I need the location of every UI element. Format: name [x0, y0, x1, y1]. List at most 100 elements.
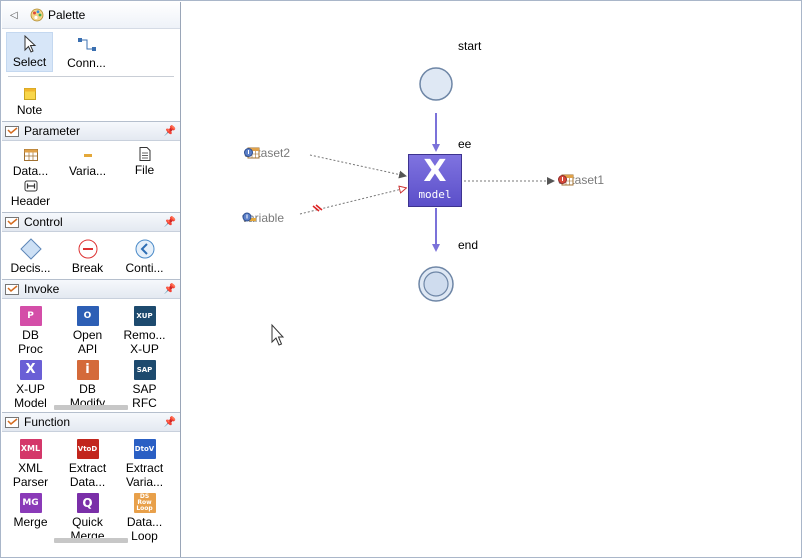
break-icon: [78, 239, 97, 259]
end-node[interactable]: [418, 266, 454, 302]
drawer-function-title: Function: [24, 415, 71, 429]
pin-icon[interactable]: 📌: [163, 126, 176, 137]
input-variable-node[interactable]: variable: [242, 211, 284, 225]
dataset-loop-icon: DS Row Loop: [133, 493, 156, 513]
pin-icon[interactable]: 📌: [163, 217, 176, 228]
palette-item-label: Extract: [125, 461, 164, 475]
model-node-letter: X: [423, 154, 447, 189]
palette-item-extract-variable[interactable]: DtoV Extract Varia...: [116, 435, 173, 489]
model-node-label: ee: [458, 137, 472, 151]
collapse-palette-icon[interactable]: ◁: [10, 9, 18, 21]
palette-item-label: Loop: [131, 529, 158, 543]
palette-icon: [30, 8, 44, 22]
xup-model-icon: X: [19, 360, 42, 380]
palette-item-label: XML: [18, 461, 43, 475]
drawer-scroll-indicator[interactable]: [54, 405, 128, 410]
merge-icon: MG: [19, 493, 42, 513]
palette-item-label: Data...: [126, 515, 163, 529]
palette-item-variable[interactable]: Varia...: [59, 144, 116, 178]
palette-item-open-api[interactable]: O Open API: [59, 302, 116, 356]
input-dataset-node[interactable]: dataset2: [244, 146, 290, 160]
palette-item-db-modify[interactable]: i DB Modify: [59, 356, 116, 410]
palette-item-file[interactable]: File: [116, 144, 173, 178]
palette-item-label: Data...: [69, 475, 106, 489]
end-node-label: end: [458, 238, 479, 252]
palette-item-quick-merge[interactable]: Q Quick Merge: [59, 489, 116, 543]
output-dataset-node[interactable]: dataset1: [558, 173, 604, 187]
palette-item-label: Data...: [12, 164, 49, 178]
db-modify-icon: i: [76, 360, 99, 380]
palette-item-label: Merge: [13, 515, 48, 529]
link-dataset2-to-model[interactable]: [309, 154, 407, 179]
palette-panel: ◁ Palette Select: [2, 2, 181, 557]
diagram-canvas[interactable]: start ee end X model dataset2 variable: [182, 2, 801, 557]
model-node-caption: model: [418, 188, 452, 201]
pin-icon[interactable]: 📌: [163, 284, 176, 295]
extract-variable-icon: DtoV: [133, 439, 156, 459]
palette-tools: Select Conn...: [2, 29, 180, 72]
palette-item-label: API: [77, 342, 98, 356]
palette-item-label: Model: [14, 396, 47, 410]
drawer-invoke-title: Invoke: [24, 282, 60, 296]
palette-item-label: X-UP: [130, 342, 159, 356]
palette-item-label: Proc: [18, 342, 43, 356]
select-tool[interactable]: Select: [6, 32, 53, 72]
dataset-input-icon: [244, 147, 260, 159]
palette-item-decision[interactable]: Decis...: [2, 235, 59, 275]
remote-xup-icon: XUP: [133, 306, 156, 326]
start-node-label: start: [458, 39, 482, 53]
extract-dataset-icon: VtoD: [76, 439, 99, 459]
db-proc-icon: P: [19, 306, 42, 326]
sap-rfc-icon: SAP: [133, 360, 156, 380]
function-items: XML XML Parser VtoD Extract Data... DtoV…: [2, 432, 180, 543]
note-tool[interactable]: Note: [6, 79, 53, 117]
dataset-grid-icon: [23, 149, 38, 161]
connection-tool[interactable]: Conn...: [63, 32, 110, 72]
palette-item-continue[interactable]: Conti...: [116, 235, 173, 275]
palette-item-merge[interactable]: MG Merge: [2, 489, 59, 543]
file-icon: [139, 147, 150, 161]
palette-item-dataset-loop[interactable]: DS Row Loop Data... Loop: [116, 489, 173, 543]
palette-item-label: Parser: [12, 475, 49, 489]
palette-item-remote-xup[interactable]: XUP Remo... X-UP: [116, 302, 173, 356]
palette-item-header[interactable]: Header: [2, 178, 59, 208]
palette-item-sap-rfc[interactable]: SAP SAP RFC: [116, 356, 173, 410]
drawer-invoke[interactable]: Invoke 📌: [2, 279, 180, 299]
note-tool-label: Note: [16, 103, 43, 117]
palette-item-db-proc[interactable]: P DB Proc: [2, 302, 59, 356]
drawer-folder-icon: [5, 126, 19, 137]
link-variable-to-model[interactable]: [299, 188, 406, 215]
drawer-parameter[interactable]: Parameter 📌: [2, 121, 180, 141]
diagram-connections: [271, 67, 555, 346]
palette-item-xup-model[interactable]: X X-UP Model: [2, 356, 59, 410]
palette-item-label: Conti...: [125, 261, 164, 275]
start-node[interactable]: [419, 67, 453, 101]
palette-item-extract-dataset[interactable]: VtoD Extract Data...: [59, 435, 116, 489]
palette-item-label: Header: [10, 194, 51, 208]
palette-item-break[interactable]: Break: [59, 235, 116, 275]
input-variable-label: variable: [242, 211, 285, 225]
header-icon: [24, 180, 37, 192]
drawer-folder-icon: [5, 417, 19, 428]
quick-merge-icon: Q: [76, 493, 99, 513]
palette-item-label: File: [134, 163, 155, 177]
mouse-cursor-icon: [271, 323, 285, 346]
drawer-control[interactable]: Control 📌: [2, 212, 180, 232]
pin-icon[interactable]: 📌: [163, 417, 176, 428]
drawer-scroll-indicator[interactable]: [54, 538, 128, 543]
xup-model-node[interactable]: X model: [408, 154, 462, 207]
palette-separator: [8, 76, 174, 77]
drawer-control-title: Control: [24, 215, 63, 229]
palette-item-dataset[interactable]: Data...: [2, 144, 59, 178]
connection-tool-label: Conn...: [67, 56, 106, 70]
palette-item-label: X-UP: [16, 382, 45, 396]
dataset-output-icon: [558, 174, 574, 186]
palette-item-label: Varia...: [125, 475, 164, 489]
palette-title: Palette: [48, 8, 86, 22]
drawer-folder-icon: [5, 217, 19, 228]
palette-item-xml-parser[interactable]: XML XML Parser: [2, 435, 59, 489]
variable-icon: [83, 154, 92, 157]
drawer-folder-icon: [5, 284, 19, 295]
drawer-function[interactable]: Function 📌: [2, 412, 180, 432]
link-variable-marker: [312, 204, 323, 212]
